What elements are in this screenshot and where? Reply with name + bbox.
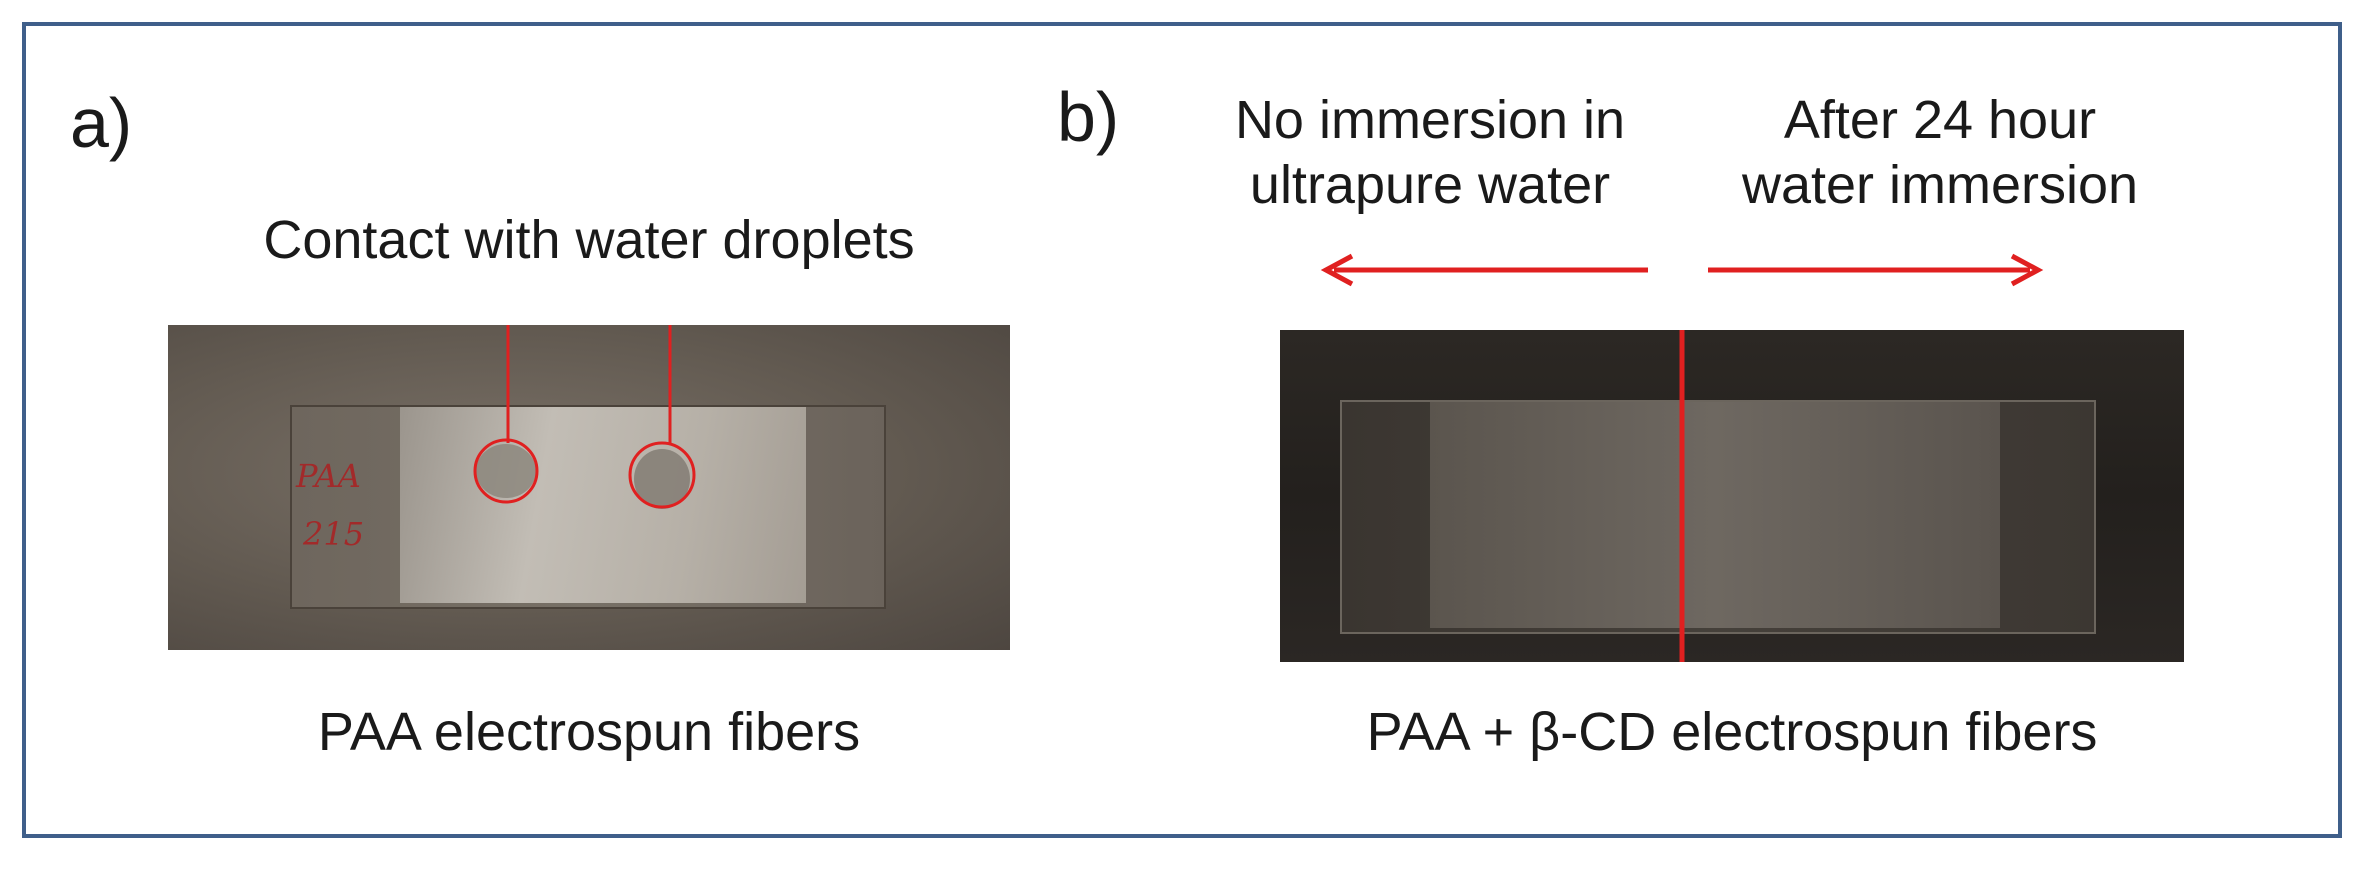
- droplet-annotations: [473, 325, 696, 509]
- panel-a-photo: PAA 215: [168, 325, 1010, 650]
- water-droplet-2: [634, 449, 690, 509]
- panel-b-left-label: No immersion in ultrapure water: [1190, 88, 1670, 218]
- fiber-mat: [400, 407, 806, 603]
- panel-b-right-label-line1: After 24 hour: [1783, 90, 2097, 150]
- water-droplet-1: [476, 444, 536, 498]
- droplet-2-circle: [628, 441, 696, 509]
- panel-a-letter: a): [70, 84, 133, 162]
- panel-b-left-label-line1: No immersion in: [1234, 90, 1626, 150]
- divider-annotation: [1679, 330, 1685, 662]
- fiber-mat: [1430, 402, 2000, 628]
- panel-b-bottom-caption: PAA + β-CD electrospun fibers: [1366, 702, 2098, 762]
- panel-b-left-label-line2: ultrapure water: [1249, 154, 1611, 215]
- panel-b-letter: b): [1057, 78, 1120, 156]
- panel-b-right-label-line2: water immersion: [1741, 154, 2139, 215]
- panel-b-photo: [1280, 330, 2184, 662]
- panel-a-top-caption: Contact with water droplets: [263, 210, 915, 270]
- slide-marker-text-1: PAA: [296, 457, 361, 495]
- panel-b-right-label: After 24 hour water immersion: [1690, 88, 2190, 218]
- panel-a-bottom-caption: PAA electrospun fibers: [317, 702, 861, 762]
- slide-marker-text-2: 215: [303, 515, 365, 553]
- droplet-1-circle: [473, 438, 539, 504]
